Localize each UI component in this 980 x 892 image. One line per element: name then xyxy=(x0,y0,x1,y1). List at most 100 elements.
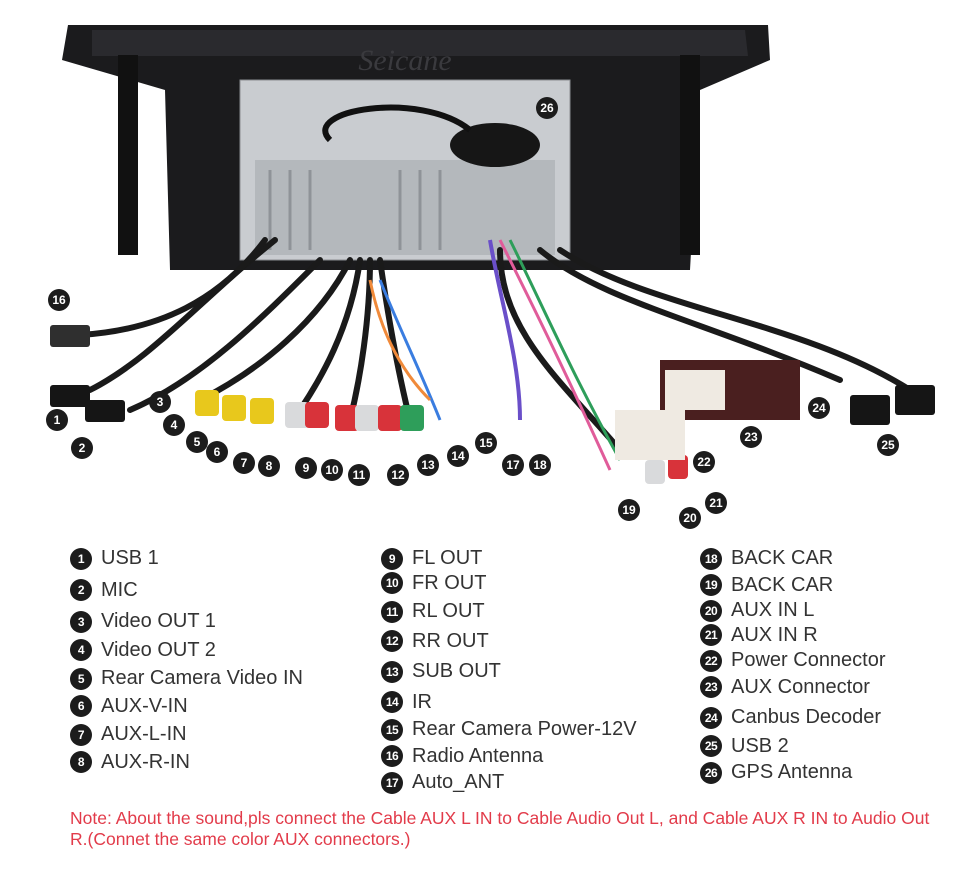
svg-text:19: 19 xyxy=(622,503,636,517)
legend-label: Rear Camera Power-12V xyxy=(412,718,637,741)
legend-number: 13 xyxy=(381,660,403,683)
legend-number: 18 xyxy=(700,547,722,570)
svg-text:24: 24 xyxy=(812,401,826,415)
callout-markers: 26 16 1 2 3 4 5 6 7 8 9 10 11 12 13 14 1… xyxy=(46,97,899,529)
legend-label: Rear Camera Video IN xyxy=(101,667,303,690)
svg-text:20: 20 xyxy=(683,511,697,525)
legend-label: Video OUT 2 xyxy=(101,638,216,661)
legend-number: 5 xyxy=(70,667,92,690)
legend-item: 16 Radio Antenna xyxy=(381,743,637,771)
svg-text:18: 18 xyxy=(533,458,547,472)
svg-text:3: 3 xyxy=(157,395,164,409)
legend-number: 6 xyxy=(70,695,92,718)
legend-number: 2 xyxy=(70,579,92,602)
legend-label: USB 2 xyxy=(731,734,789,757)
svg-text:8: 8 xyxy=(266,459,273,473)
legend-item: 23 AUX Connector xyxy=(700,674,886,702)
legend-label: USB 1 xyxy=(101,547,159,570)
power-connector-block xyxy=(615,410,685,460)
legend-item: 8 AUX-R-IN xyxy=(70,749,303,777)
svg-text:26: 26 xyxy=(540,101,554,115)
svg-text:23: 23 xyxy=(744,430,758,444)
legend-label: SUB OUT xyxy=(412,660,501,683)
legend-item: 9 FL OUT xyxy=(381,545,637,573)
legend-label: FL OUT xyxy=(412,547,483,570)
legend-item: 13 SUB OUT xyxy=(381,658,637,686)
legend-item: 11 RL OUT xyxy=(381,598,637,626)
svg-text:2: 2 xyxy=(79,441,86,455)
svg-text:22: 22 xyxy=(697,455,711,469)
legend-number: 26 xyxy=(700,761,722,784)
svg-text:14: 14 xyxy=(451,449,465,463)
legend-item: 6 AUX-V-IN xyxy=(70,693,303,721)
svg-text:21: 21 xyxy=(709,496,723,510)
legend-number: 16 xyxy=(381,745,403,768)
svg-text:12: 12 xyxy=(391,468,405,482)
legend-item: 5 Rear Camera Video IN xyxy=(70,665,303,693)
legend-number: 17 xyxy=(381,771,403,794)
legend-number: 23 xyxy=(700,676,722,699)
legend-item: 21 AUX IN R xyxy=(700,622,886,650)
legend-item: 25 USB 2 xyxy=(700,733,886,761)
legend-item: 15 Rear Camera Power-12V xyxy=(381,716,637,744)
legend-label: AUX-V-IN xyxy=(101,694,188,717)
svg-text:11: 11 xyxy=(353,468,366,482)
legend-number: 8 xyxy=(70,751,92,774)
legend-label: AUX-R-IN xyxy=(101,750,190,773)
legend-number: 9 xyxy=(381,547,403,570)
svg-text:16: 16 xyxy=(52,293,66,307)
legend-label: BACK CAR xyxy=(731,573,834,596)
legend-item: 7 AUX-L-IN xyxy=(70,721,303,749)
svg-text:5: 5 xyxy=(194,435,201,449)
legend-label: RR OUT xyxy=(412,629,489,652)
legend-label: BACK CAR xyxy=(731,547,834,570)
svg-text:25: 25 xyxy=(881,438,895,452)
brand-logo: Seicane xyxy=(358,44,451,77)
svg-text:15: 15 xyxy=(479,436,493,450)
legend-number: 15 xyxy=(381,718,403,741)
legend-item: 14 IR xyxy=(381,689,637,717)
legend-number: 14 xyxy=(381,691,403,714)
legend-label: AUX-L-IN xyxy=(101,723,187,746)
legend-number: 11 xyxy=(381,600,403,623)
legend-label: AUX IN L xyxy=(731,599,815,622)
svg-text:17: 17 xyxy=(506,458,520,472)
legend-label: IR xyxy=(412,690,432,713)
svg-text:6: 6 xyxy=(214,445,221,459)
legend-label: FR OUT xyxy=(412,571,487,594)
legend-label: Radio Antenna xyxy=(412,744,544,767)
legend-number: 19 xyxy=(700,574,722,597)
legend-label: AUX IN R xyxy=(731,623,818,646)
legend-number: 21 xyxy=(700,624,722,647)
legend-item: 1 USB 1 xyxy=(70,545,303,573)
legend-item: 18 BACK CAR xyxy=(700,545,886,573)
svg-text:13: 13 xyxy=(421,458,435,472)
legend-number: 7 xyxy=(70,723,92,746)
legend-label: RL OUT xyxy=(412,600,485,623)
legend-number: 24 xyxy=(700,706,722,729)
legend-number: 20 xyxy=(700,599,722,622)
svg-text:4: 4 xyxy=(171,418,178,432)
product-wiring-photo: Seicane xyxy=(46,25,935,529)
svg-text:10: 10 xyxy=(325,463,339,477)
legend-number: 25 xyxy=(700,735,722,758)
legend-number: 3 xyxy=(70,610,92,633)
svg-text:7: 7 xyxy=(241,456,248,470)
legend-number: 22 xyxy=(700,649,722,672)
legend-item: 19 BACK CAR xyxy=(700,572,886,600)
svg-text:1: 1 xyxy=(54,413,61,427)
legend-number: 1 xyxy=(70,547,92,570)
legend-label: AUX Connector xyxy=(731,675,870,698)
legend-number: 4 xyxy=(70,639,92,662)
